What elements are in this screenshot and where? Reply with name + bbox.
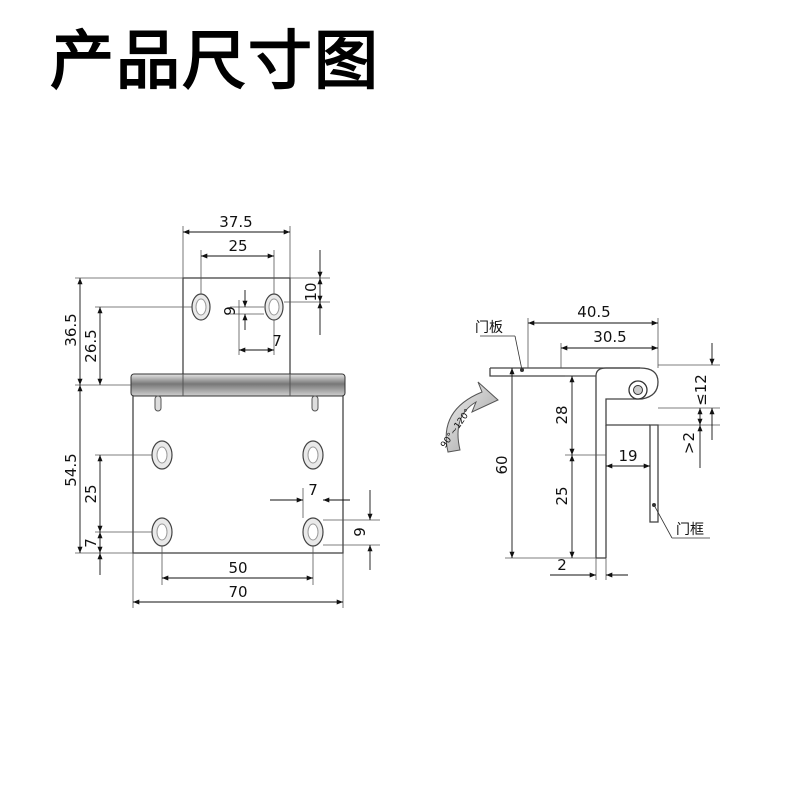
dim-slot-spacing-top: 25 (228, 237, 247, 255)
dim-height-upper-outer: 36.5 (62, 313, 80, 346)
dim-height-upper: 28 (553, 405, 571, 424)
dim-slot-height-top: 10 (302, 282, 320, 301)
side-view: 90°~120° (439, 303, 720, 580)
dim-height-upper-inner: 26.5 (82, 329, 100, 362)
dim-slot-width-bottom: 9 (351, 527, 369, 537)
lower-slot-top-left (151, 440, 173, 470)
dim-knuckle: ≤12 (692, 374, 710, 406)
dim-thickness: 2 (557, 556, 567, 574)
dim-height-lower: 54.5 (62, 453, 80, 486)
side-knuckle (628, 380, 648, 400)
door-frame-leaf (649, 424, 659, 523)
dim-gap: >2 (680, 432, 698, 454)
leader-door-frame (653, 504, 673, 539)
upper-slot-left (191, 293, 211, 321)
dim-height-lower: 25 (553, 486, 571, 505)
label-door-frame: 门框 (676, 522, 704, 538)
dim-width-inner: 30.5 (593, 328, 626, 346)
dim-slot-spacing-vertical: 25 (82, 484, 100, 503)
hinge-knuckle (130, 373, 346, 397)
dim-height-total: 60 (493, 455, 511, 474)
opening-angle-arrow: 90°~120° (439, 381, 499, 453)
dim-plate-width: 70 (228, 583, 247, 601)
lower-slot-bottom-left (151, 517, 173, 547)
dim-leaf-width: 37.5 (219, 213, 252, 231)
door-panel-leaf (489, 367, 640, 377)
pin-right (311, 395, 319, 412)
lower-slot-bottom-right (302, 517, 324, 547)
dim-slot-spacing-horizontal: 50 (228, 559, 247, 577)
dim-slot-width-top: 9 (221, 306, 239, 316)
front-view: 37.5 25 10 9 7 36.5 26.5 54.5 25 7 7 9 5… (62, 213, 380, 608)
label-door-panel: 门板 (475, 320, 503, 336)
dim-slot-length-bottom: 7 (308, 481, 318, 499)
dim-flange-depth: 19 (618, 447, 637, 465)
dim-width-outer: 40.5 (577, 303, 610, 321)
page-title: 产品尺寸图 (50, 24, 380, 99)
dim-slot-length-top: 7 (272, 332, 282, 350)
lower-slot-top-right (302, 440, 324, 470)
hinge-bracket (595, 367, 659, 426)
upper-slot-right (264, 293, 284, 321)
dim-slot-offset-bottom: 7 (82, 538, 100, 548)
pin-left (154, 395, 162, 412)
